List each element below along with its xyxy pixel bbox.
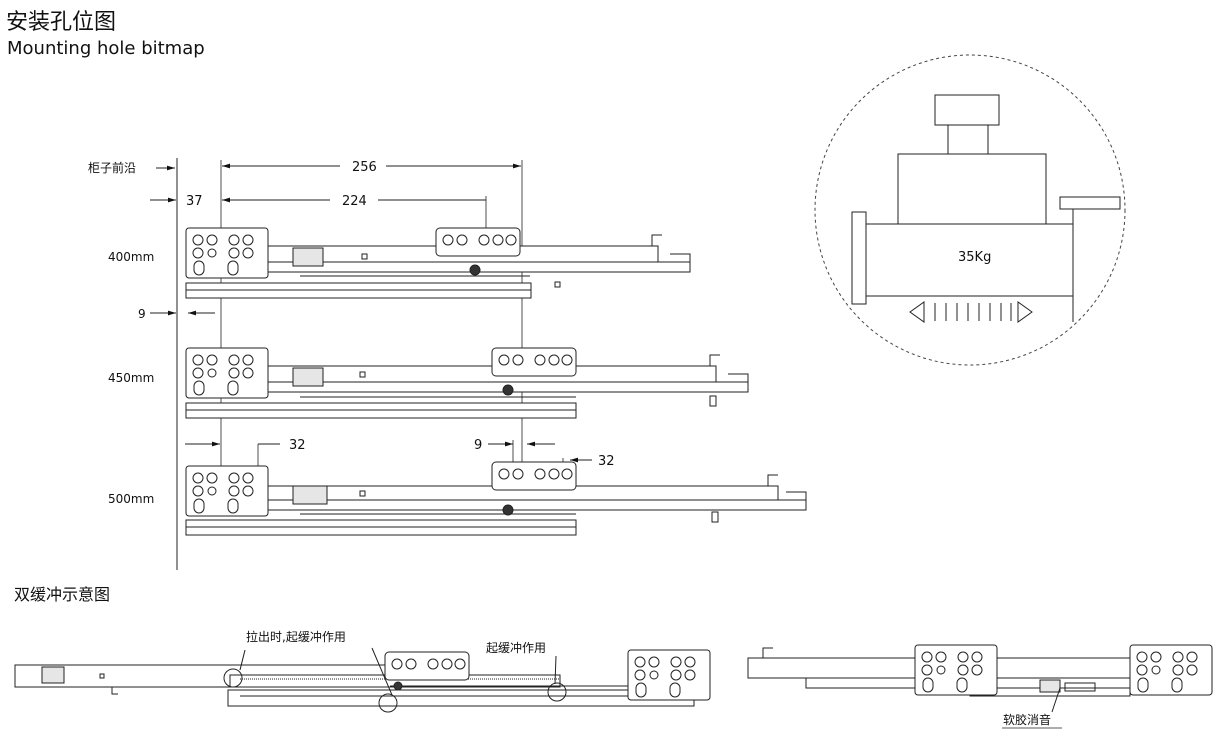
buffer-action-label: 起缓冲作用	[486, 640, 546, 655]
soft-rubber-label: 软胶消音	[1003, 712, 1051, 727]
dim-224: 224	[342, 194, 367, 209]
dim-9-left: 9	[138, 307, 146, 321]
dim-32-left: 32	[289, 438, 306, 453]
dim-9-right: 9	[474, 438, 482, 453]
pull-out-buffer-label: 拉出时,起缓冲作用	[246, 629, 346, 644]
double-buffer-diagram	[14, 647, 711, 713]
slide-500mm	[185, 461, 807, 536]
dim-32-right: 32	[598, 454, 615, 469]
slide-450mm	[185, 347, 749, 419]
dim-37: 37	[186, 194, 203, 209]
row-label-450: 450mm	[108, 371, 154, 385]
double-buffer-section-title: 双缓冲示意图	[14, 585, 111, 604]
load-weight-label: 35Kg	[958, 250, 991, 265]
page-title: 安装孔位图	[6, 10, 117, 35]
page-subtitle: Mounting hole bitmap	[7, 38, 205, 59]
cabinet-front-label: 柜子前沿	[88, 160, 136, 175]
dim-256: 256	[352, 160, 377, 175]
slide-400mm	[185, 227, 691, 299]
row-label-500: 500mm	[108, 492, 154, 506]
row-label-400: 400mm	[108, 250, 154, 264]
soft-close-diagram	[747, 644, 1213, 713]
load-diagram	[814, 54, 1126, 366]
